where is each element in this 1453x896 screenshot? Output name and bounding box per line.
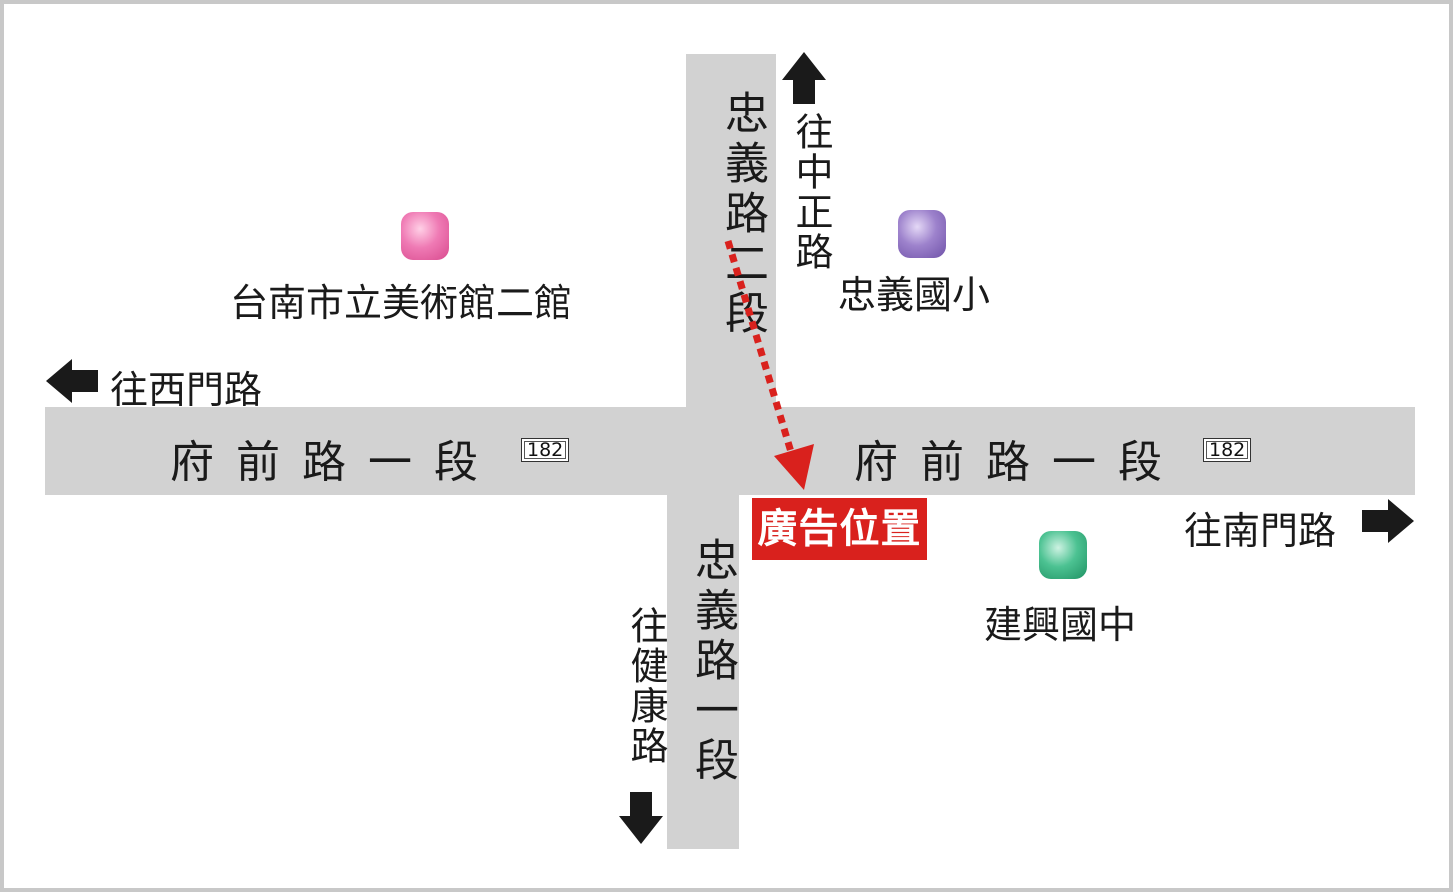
route-shield-west: 182 [521, 438, 570, 462]
ad-pointer-head-icon [774, 444, 814, 490]
ad-pointer-line [724, 239, 795, 454]
landmark-icon-art-museum [401, 212, 449, 260]
zhongyi-road-south [667, 489, 739, 849]
direction-label-north: 往中正路 [789, 112, 833, 272]
arrow-north-icon [782, 52, 826, 104]
road-label-fuqian-west: 府前路一段 [170, 437, 500, 488]
landmark-label-jianxing-junior-high: 建興國中 [984, 603, 1137, 647]
direction-label-south: 往健康路 [624, 606, 668, 766]
route-shield-east: 182 [1203, 438, 1252, 462]
arrows-overlay [46, 52, 1414, 844]
landmark-icon-jianxing-junior-high [1039, 531, 1087, 579]
landmark-label-art-museum: 台南市立美術館二館 [230, 281, 573, 325]
landmark-icon-zhongyi-elementary [898, 210, 946, 258]
arrow-east-icon [1362, 499, 1414, 543]
landmark-label-zhongyi-elementary: 忠義國小 [838, 273, 991, 317]
fuqian-road [45, 407, 1415, 495]
arrow-west-icon [46, 359, 98, 403]
ad-location-marker: 廣告位置 [752, 498, 927, 560]
direction-label-west: 往西門路 [110, 368, 263, 412]
road-label-fuqian-east: 府前路一段 [854, 437, 1184, 488]
arrow-south-icon [619, 792, 663, 844]
road-label-zhongyi-south: 忠義路一段 [687, 537, 738, 787]
direction-label-east: 往南門路 [1184, 509, 1337, 553]
